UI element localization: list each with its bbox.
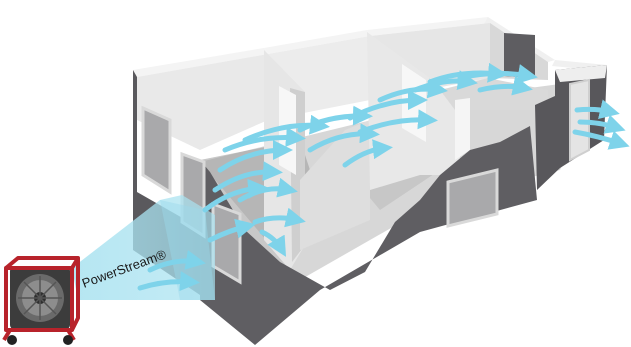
ventilation-fan-icon: [4, 258, 78, 345]
airflow-arrow: [577, 109, 612, 112]
